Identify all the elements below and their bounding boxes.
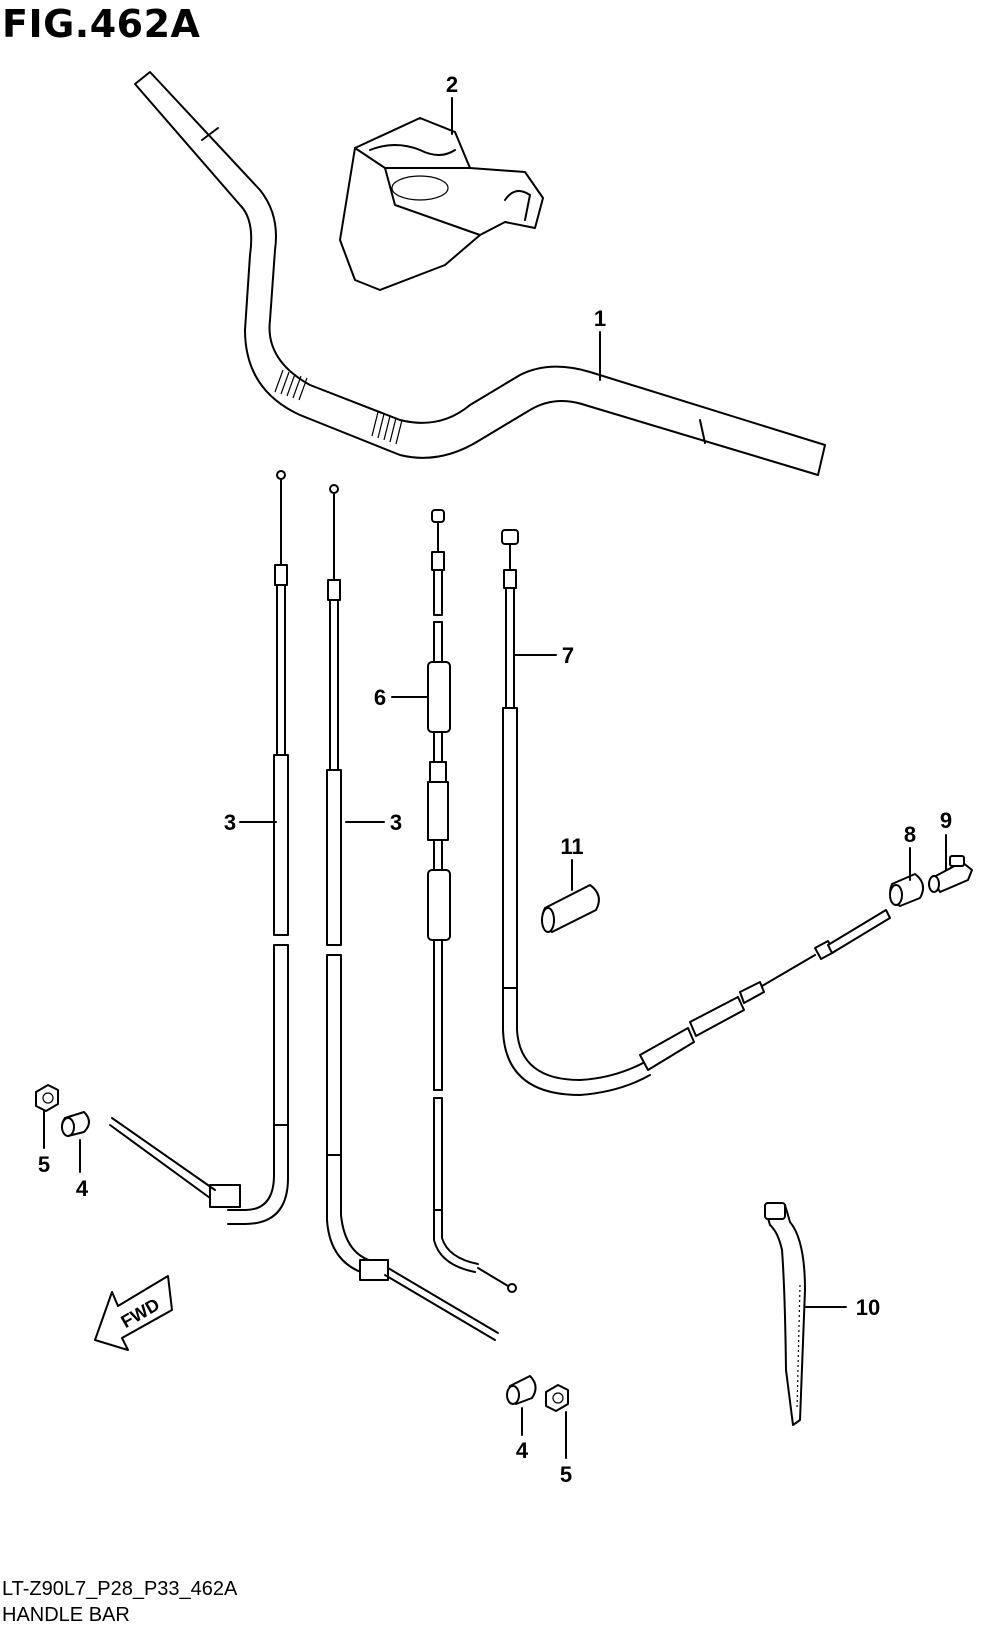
callout-11: 11 [560,834,583,859]
cable-sleeve[interactable] [541,884,600,933]
cable-holder[interactable] [928,855,973,893]
callout-3a: 3 [224,810,236,835]
callout-9: 9 [940,808,952,833]
nut-left[interactable] [35,1084,59,1112]
callout-4b: 4 [516,1438,529,1463]
figure-title: FIG.462A [2,2,201,46]
callout-1: 1 [594,306,606,331]
cable-adjuster-right[interactable] [506,1375,537,1405]
callout-4a: 4 [76,1176,89,1201]
brake-cable[interactable] [427,509,517,1293]
throttle-cable-right[interactable] [326,484,499,1341]
callouts: 1 2 3 3 4 4 5 5 6 7 8 9 10 11 [38,72,952,1487]
diagram-code: LT-Z90L7_P28_P33_462A [2,1578,238,1600]
cable-adjuster-left[interactable] [61,1111,90,1137]
diagram-name: HANDLE BAR [2,1604,130,1626]
callout-6: 6 [374,685,386,710]
choke-cable[interactable] [501,529,891,1097]
callout-3b: 3 [390,810,402,835]
callout-5a: 5 [38,1152,50,1177]
throttle-cable-left[interactable] [109,470,289,1225]
handlebar[interactable] [134,71,826,476]
leader-lines [43,97,947,1459]
handlebar-cover[interactable] [339,117,544,291]
callout-10: 10 [856,1295,880,1320]
callout-2: 2 [446,72,458,97]
cable-joint[interactable] [889,873,925,907]
cable-tie[interactable] [764,1202,806,1426]
callout-7: 7 [562,643,574,668]
callout-5b: 5 [560,1462,572,1487]
nut-right[interactable] [545,1384,569,1412]
callout-8: 8 [904,822,916,847]
fwd-arrow: FWD [94,1275,173,1351]
